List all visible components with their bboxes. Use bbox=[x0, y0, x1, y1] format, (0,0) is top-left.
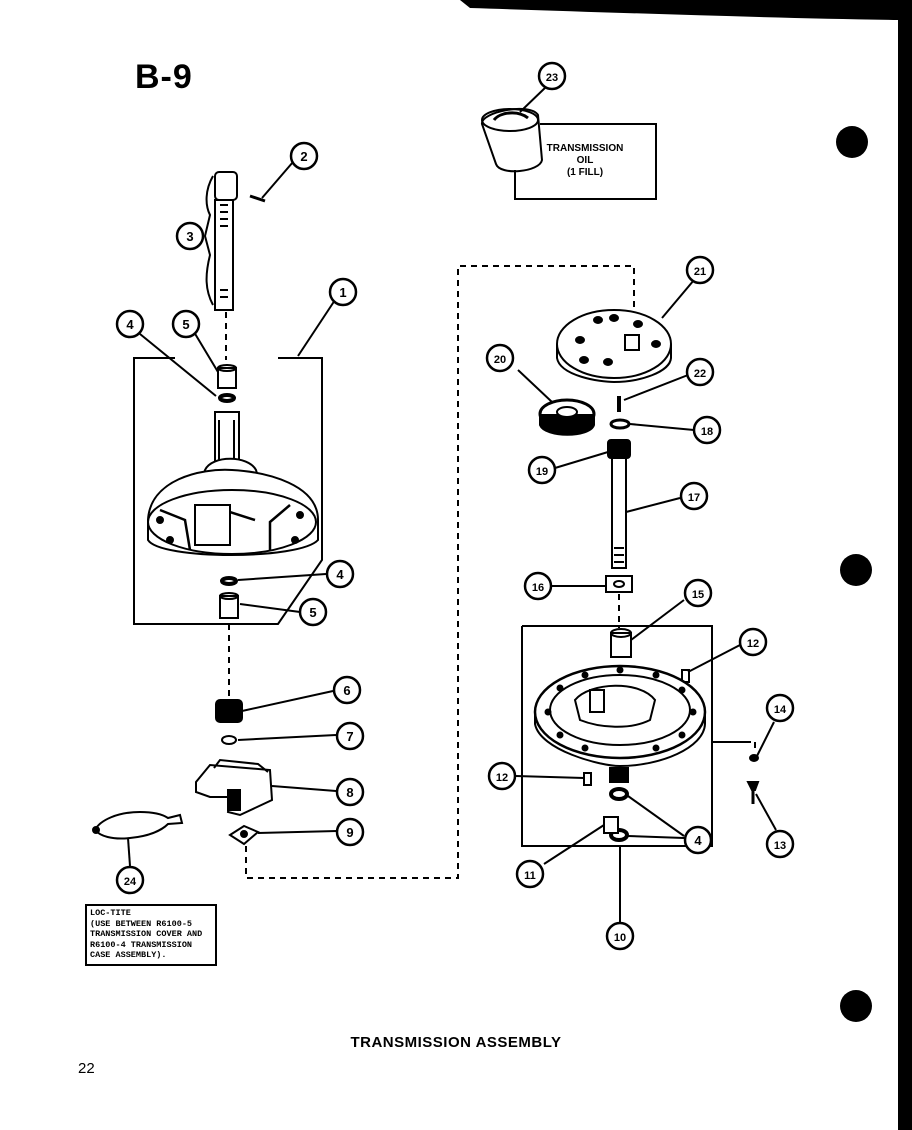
part-1-box bbox=[133, 357, 323, 625]
part-5-bushing-top bbox=[217, 367, 237, 389]
callout-2: 2 bbox=[300, 149, 307, 164]
callout-4b: 4 bbox=[336, 567, 344, 582]
leader-5a bbox=[193, 331, 219, 373]
part-23-oil-can bbox=[481, 107, 544, 173]
part-6-gear bbox=[215, 699, 243, 723]
part-4-washer-top bbox=[218, 393, 236, 403]
callout-19: 19 bbox=[536, 466, 548, 478]
leader-21 bbox=[661, 279, 695, 319]
leader-1 bbox=[297, 299, 336, 357]
part-3-shaft-top bbox=[214, 171, 238, 201]
loctite-line-3: TRANSMISSION COVER AND bbox=[90, 929, 203, 939]
part-11-bushing bbox=[603, 816, 619, 834]
loctite-line-2: (USE BETWEEN R6100-5 bbox=[90, 918, 193, 929]
callout-1: 1 bbox=[339, 285, 346, 300]
leader-2 bbox=[261, 161, 294, 199]
callout-23: 23 bbox=[546, 72, 558, 84]
leader-11 bbox=[543, 824, 605, 865]
leader-12b bbox=[515, 775, 585, 779]
binder-hole-bottom bbox=[840, 990, 872, 1022]
callout-18: 18 bbox=[701, 426, 713, 438]
part-4-washer-bottom bbox=[220, 576, 238, 586]
leader-4a bbox=[139, 333, 217, 397]
callout-12b: 12 bbox=[496, 772, 508, 784]
leader-4b bbox=[237, 573, 327, 581]
leader-8 bbox=[271, 785, 337, 792]
callout-circles bbox=[115, 61, 795, 951]
loctite-note: LOC-TITE (USE BETWEEN R6100-5 TRANSMISSI… bbox=[86, 905, 214, 965]
part-16-block bbox=[605, 575, 633, 593]
loctite-line-1: LOC-TITE bbox=[90, 908, 131, 918]
loctite-box bbox=[85, 904, 217, 966]
leader-24 bbox=[127, 837, 131, 867]
leader-7 bbox=[237, 734, 337, 741]
page-code: B-9 bbox=[135, 58, 193, 96]
callout-17: 17 bbox=[688, 492, 700, 504]
part-24-tube bbox=[93, 810, 184, 840]
leader-14 bbox=[756, 721, 775, 757]
callout-11: 11 bbox=[524, 870, 536, 882]
callout-5a: 5 bbox=[182, 317, 189, 332]
page-number: 22 bbox=[78, 1060, 95, 1077]
oil-note-line-2: OIL bbox=[576, 155, 594, 166]
leader-13 bbox=[755, 793, 777, 831]
callout-6: 6 bbox=[343, 683, 350, 698]
oil-note: TRANSMISSION OIL (1 FILL) bbox=[515, 124, 655, 198]
leader-9 bbox=[257, 830, 338, 834]
callout-5b: 5 bbox=[309, 605, 316, 620]
callout-20: 20 bbox=[494, 354, 506, 366]
bracket-3 bbox=[203, 175, 214, 306]
part-4-washer-right-top bbox=[609, 787, 629, 801]
part-19-pinion bbox=[607, 439, 631, 459]
part-15-bushing bbox=[610, 632, 632, 658]
callout-4a: 4 bbox=[126, 317, 134, 332]
oil-note-line-1: TRANSMISSION bbox=[546, 143, 624, 154]
callout-21: 21 bbox=[694, 266, 706, 278]
callout-9: 9 bbox=[346, 825, 353, 840]
callout-8: 8 bbox=[346, 785, 353, 800]
binder-hole-top bbox=[836, 126, 868, 158]
part-2-pin bbox=[249, 194, 266, 203]
callout-16: 16 bbox=[532, 582, 544, 594]
page-edge bbox=[898, 0, 912, 1130]
callout-12a: 12 bbox=[747, 638, 759, 650]
leader-12a bbox=[687, 644, 741, 673]
oil-note-box bbox=[514, 123, 657, 200]
leader-15 bbox=[630, 599, 685, 641]
callout-14: 14 bbox=[774, 704, 787, 716]
callout-13: 13 bbox=[774, 840, 786, 852]
callout-22: 22 bbox=[694, 368, 706, 380]
leader-22 bbox=[623, 374, 689, 401]
loctite-line-4: R6100-4 TRANSMISSION bbox=[90, 939, 193, 950]
dashed-link bbox=[245, 265, 635, 879]
part-13-screw bbox=[746, 781, 760, 791]
part-18-washer bbox=[609, 418, 631, 430]
callout-3: 3 bbox=[186, 229, 193, 244]
part-14-washer bbox=[749, 754, 759, 762]
leader-5b bbox=[239, 603, 301, 613]
part-7-washer bbox=[221, 735, 237, 745]
part-12-pin-bottom bbox=[583, 772, 592, 786]
leader-19 bbox=[554, 451, 609, 469]
leader-17 bbox=[625, 497, 681, 513]
callout-15: 15 bbox=[692, 589, 704, 601]
callout-numbers: 1 2 3 4 5 4 5 6 7 8 9 24 23 21 20 22 18 … bbox=[124, 72, 787, 944]
callout-4c: 4 bbox=[694, 833, 702, 848]
diagram-caption: TRANSMISSION ASSEMBLY bbox=[350, 1034, 562, 1051]
callout-10: 10 bbox=[614, 932, 626, 944]
callout-24: 24 bbox=[124, 876, 137, 888]
oil-note-line-3: (1 FILL) bbox=[566, 167, 604, 178]
leader-20 bbox=[517, 369, 553, 403]
leader-23 bbox=[519, 85, 548, 113]
part-3-shaft bbox=[214, 199, 234, 311]
callout-7: 7 bbox=[346, 729, 353, 744]
part-17-shaft bbox=[611, 457, 627, 569]
part-5-bushing-bottom bbox=[219, 595, 239, 619]
leader-18 bbox=[629, 423, 695, 431]
binder-hole-middle bbox=[840, 554, 872, 586]
loctite-line-5: CASE ASSEMBLY). bbox=[90, 950, 167, 960]
